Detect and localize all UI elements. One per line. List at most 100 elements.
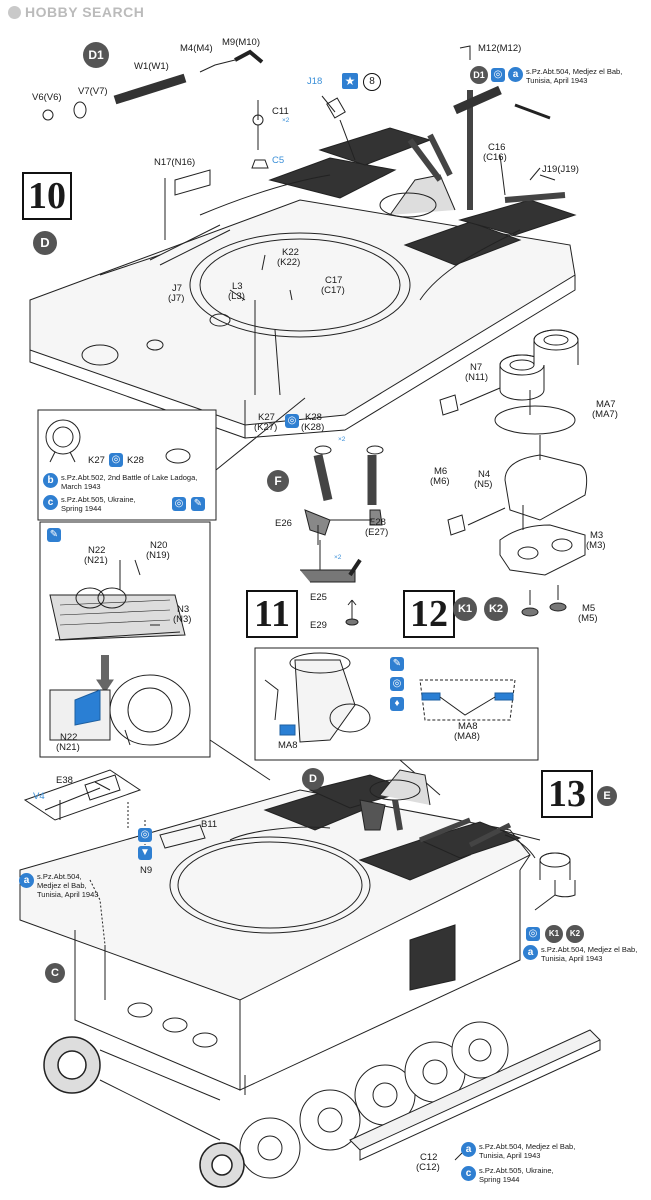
part-label-j7-alt: (J7) bbox=[168, 293, 185, 304]
part-label-ma7-alt: (MA7) bbox=[592, 409, 618, 420]
part-label-n3-alt: (N3) bbox=[173, 614, 192, 625]
part-label-v4: V4 bbox=[33, 791, 45, 802]
optional-mark-8: 8 bbox=[363, 73, 381, 91]
part-label-n22: N22 bbox=[88, 545, 106, 556]
marking-note: Tunisia, April 1943 bbox=[541, 954, 603, 963]
sprue-d1-badge: D1 bbox=[470, 66, 488, 84]
step-number-10: 10 bbox=[22, 172, 72, 220]
option-icon: ◎ bbox=[138, 828, 152, 842]
part-label-m5-alt: (M5) bbox=[578, 613, 598, 624]
part-label-m4: M4(M4) bbox=[180, 43, 213, 54]
part-label-j18: J18 bbox=[307, 76, 323, 87]
part-label-c5: C5 bbox=[272, 155, 285, 166]
sprue-f-badge: F bbox=[267, 470, 289, 492]
option-icon: ◎ bbox=[526, 927, 540, 941]
part-label-k22: K22 bbox=[282, 247, 299, 258]
part-label-n9: N9 bbox=[140, 865, 153, 876]
marking-c-badge: c bbox=[461, 1166, 476, 1181]
part-label-n20-alt: (N19) bbox=[146, 550, 170, 561]
marking-a-badge: a bbox=[461, 1142, 476, 1157]
part-label-n7-alt: (N11) bbox=[465, 372, 489, 383]
part-label-l3-alt: (L3) bbox=[228, 291, 245, 302]
part-label-j19: J19(J19) bbox=[542, 164, 579, 175]
part-label-ma8: MA8 bbox=[458, 721, 478, 732]
part-label-n4: N4 bbox=[478, 469, 491, 480]
paint-brush-icon: ✎ bbox=[47, 528, 61, 542]
part-label-w1: W1(W1) bbox=[134, 61, 169, 72]
part-label-k28: K28 bbox=[305, 412, 322, 423]
sprue-k2-badge: K2 bbox=[484, 597, 508, 621]
step-number-11: 11 bbox=[246, 590, 298, 638]
funnel-icon: ▼ bbox=[138, 846, 152, 860]
part-label-n22-alt: (N21) bbox=[56, 742, 80, 753]
marking-a-badge: a bbox=[19, 873, 34, 888]
part-label-c16-alt: (C16) bbox=[483, 152, 507, 163]
marking-a-badge: a bbox=[523, 945, 538, 960]
part-label-n17: N17(N16) bbox=[154, 157, 196, 168]
part-label-m6-alt: (M6) bbox=[430, 476, 450, 487]
sprue-d-badge: D bbox=[302, 768, 324, 790]
part-label-v7: V7(V7) bbox=[78, 86, 108, 97]
part-label-m5: M5 bbox=[582, 603, 596, 614]
part-label-k22-alt: (K22) bbox=[277, 257, 301, 268]
part-label-l3: L3 bbox=[232, 281, 243, 292]
part-label-n4-alt: (N5) bbox=[474, 479, 493, 490]
part-label-k27: K27 bbox=[258, 412, 275, 423]
watermark: HOBBY SEARCH bbox=[8, 4, 144, 20]
part-label-e38: E38 bbox=[56, 775, 73, 786]
option-icon: ◎ bbox=[285, 414, 299, 428]
paint-brush-icon: ✎ bbox=[191, 497, 205, 511]
marking-note: s.Pz.Abt.505, Ukraine, bbox=[479, 1166, 554, 1175]
part-label-ma8-alt: (MA8) bbox=[454, 731, 480, 742]
watermark-text: HOBBY SEARCH bbox=[25, 4, 145, 20]
part-label-c11: C11 bbox=[272, 106, 289, 117]
quantity-tag: ×2 bbox=[334, 554, 342, 561]
part-label-m9: M9(M10) bbox=[222, 37, 261, 48]
part-label-e28-alt: (E27) bbox=[365, 527, 389, 538]
marking-note: Medjez el Bab, bbox=[37, 881, 87, 890]
marking-note: March 1943 bbox=[61, 482, 101, 491]
marking-note: Tunisia, April 1943 bbox=[526, 76, 588, 85]
sprue-k1-badge: K1 bbox=[545, 925, 563, 943]
marking-note: s.Pz.Abt.504, Medjez el Bab, bbox=[526, 67, 623, 76]
part-label-v6: V6(V6) bbox=[32, 92, 62, 103]
part-label-n22: N22 bbox=[60, 732, 78, 743]
star-icon: ★ bbox=[342, 73, 358, 89]
part-label-n22-alt: (N21) bbox=[84, 555, 108, 566]
part-label-n20: N20 bbox=[150, 540, 168, 551]
part-label-k28: K28 bbox=[127, 455, 144, 466]
step-number-12: 12 bbox=[403, 590, 455, 638]
part-label-e28: E28 bbox=[369, 517, 386, 528]
part-label-c16: C16 bbox=[488, 142, 506, 153]
paint-brush-icon: ✎ bbox=[390, 657, 404, 671]
quantity-tag: ×2 bbox=[338, 436, 346, 443]
option-icon: ◎ bbox=[109, 453, 123, 467]
part-label-ma8: MA8 bbox=[278, 740, 298, 751]
sprue-k2-badge: K2 bbox=[566, 925, 584, 943]
part-label-e25: E25 bbox=[310, 592, 327, 603]
marking-c-badge: c bbox=[43, 495, 58, 510]
marking-note: s.Pz.Abt.504, Medjez el Bab, bbox=[479, 1142, 576, 1151]
marking-note: Spring 1944 bbox=[479, 1175, 520, 1184]
part-label-k28-alt: (K28) bbox=[301, 422, 325, 433]
marking-note: s.Pz.Abt.505, Ukraine, bbox=[61, 495, 136, 504]
part-label-m6: M6 bbox=[434, 466, 448, 477]
part-label-ma7: MA7 bbox=[596, 399, 616, 410]
part-label-e26: E26 bbox=[275, 518, 292, 529]
marking-note: Tunisia, April 1943 bbox=[479, 1151, 541, 1160]
part-label-m3-alt: (M3) bbox=[586, 540, 606, 551]
option-icon: ◎ bbox=[390, 677, 404, 691]
part-label-n7: N7 bbox=[470, 362, 483, 373]
part-label-j7: J7 bbox=[172, 283, 183, 294]
marking-b-badge: b bbox=[43, 473, 58, 488]
logo-icon bbox=[8, 6, 21, 19]
part-label-m12: M12(M12) bbox=[478, 43, 522, 54]
step-number-13: 13 bbox=[541, 770, 593, 818]
part-label-k27-alt: (K27) bbox=[254, 422, 278, 433]
sprue-d-badge: D bbox=[33, 231, 57, 255]
option-icon: ◎ bbox=[172, 497, 186, 511]
sprue-k1-badge: K1 bbox=[453, 597, 477, 621]
part-label-e29: E29 bbox=[310, 620, 327, 631]
marking-note: s.Pz.Abt.502, 2nd Battle of Lake Ladoga, bbox=[61, 473, 198, 482]
